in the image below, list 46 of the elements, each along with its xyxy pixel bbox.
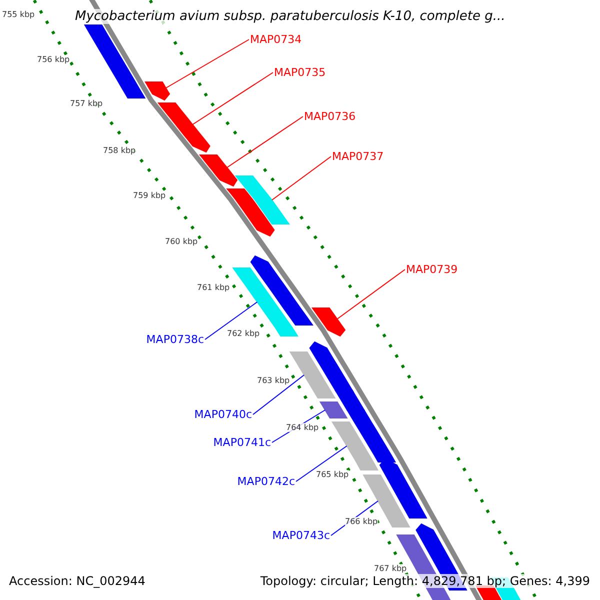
gene-label: MAP0735 [274, 66, 326, 79]
title: Mycobacterium avium subsp. paratuberculosis K-10, complete g... [75, 9, 506, 24]
gene-label: MAP0737 [332, 150, 384, 163]
gene-segment [84, 24, 146, 98]
gene-segment [157, 102, 210, 153]
leader-line [296, 446, 348, 482]
scale-label: 766 kbp [345, 517, 378, 526]
gene-label: MAP0741c [213, 436, 271, 449]
leader-line [272, 156, 332, 200]
scale-label: 757 kbp [70, 99, 103, 108]
gene-label: MAP0734 [250, 33, 302, 46]
gene-segment [319, 402, 348, 418]
scale-label: 762 kbp [227, 329, 260, 338]
gene-segment [234, 176, 290, 224]
scale-label: 755 kbp [2, 10, 35, 19]
scale-label: 765 kbp [316, 470, 349, 479]
scale-label: 767 kbp [374, 564, 407, 573]
scale-label: 759 kbp [133, 191, 166, 200]
footer-text: Topology: circular; Length: 4,829,781 bp; Genes: 4,399 [260, 574, 590, 588]
footer-text: Accession: NC_002944 [9, 574, 146, 588]
leader-line [336, 269, 406, 320]
scale-label: 758 kbp [103, 146, 136, 155]
scale-label: 764 kbp [286, 423, 319, 432]
gene-label: MAP0740c [194, 408, 252, 421]
gene-label: MAP0742c [237, 475, 295, 488]
gene-segment [289, 352, 336, 398]
gene-segment [198, 154, 238, 187]
gene-label: MAP0738c [146, 333, 204, 346]
gene-segment [226, 188, 275, 237]
leader-line [252, 374, 305, 415]
gene-segment [144, 82, 170, 101]
scale-label: 761 kbp [197, 283, 230, 292]
scale-label: 756 kbp [37, 55, 70, 64]
gene-segment [331, 422, 379, 470]
scale-label: 760 kbp [165, 237, 198, 246]
gene-label: MAP0739 [406, 263, 458, 276]
scale-label: 763 kbp [257, 376, 290, 385]
gene-segment [250, 255, 314, 326]
gene-label: MAP0743c [272, 529, 330, 542]
gene-segment [311, 308, 346, 337]
gene-label: MAP0736 [304, 110, 356, 123]
leader-line [192, 72, 274, 125]
leader-line [226, 116, 304, 168]
leader-line [165, 39, 250, 88]
leader-line [204, 302, 258, 340]
gene-segment [362, 474, 410, 528]
